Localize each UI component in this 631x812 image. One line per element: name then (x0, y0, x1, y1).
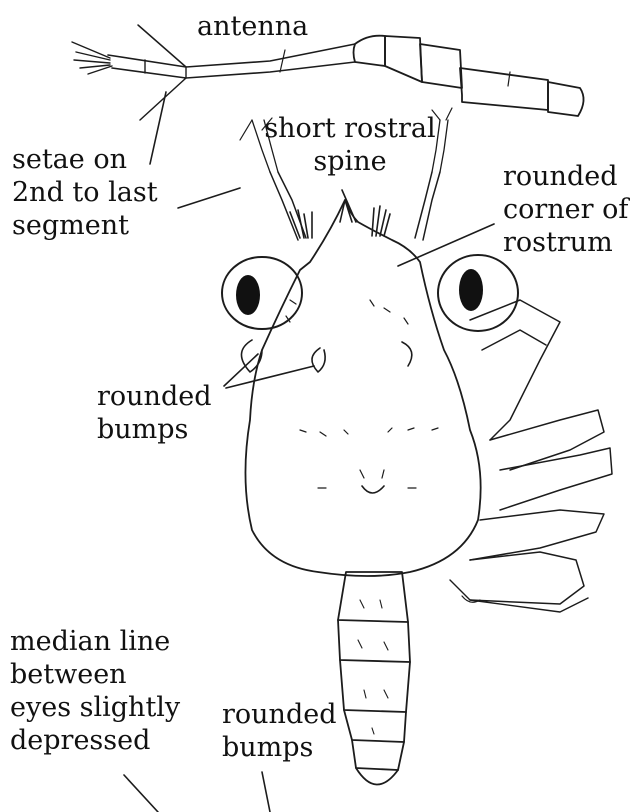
label-median-line-line-2: between (10, 658, 180, 691)
label-rostral-spine-line-2: spine (262, 145, 438, 178)
label-median-line-line-4: depressed (10, 724, 180, 757)
label-setae-line-1: setae on (12, 143, 158, 176)
label-rostral-spine: short rostral spine (262, 112, 438, 178)
label-rounded-bumps-upper-line-1: rounded (97, 380, 212, 413)
label-rostral-spine-line-1: short rostral (262, 112, 438, 145)
label-rounded-bumps-lower: rounded bumps (222, 698, 337, 764)
label-setae-line-2: 2nd to last (12, 176, 158, 209)
label-rounded-bumps-lower-line-2: bumps (222, 731, 337, 764)
label-setae: setae on 2nd to last segment (12, 143, 158, 242)
label-rounded-corner-line-2: corner of (503, 193, 628, 226)
label-rounded-bumps-lower-line-1: rounded (222, 698, 337, 731)
label-antenna: antenna (197, 10, 308, 43)
label-rounded-bumps-upper-line-2: bumps (97, 413, 212, 446)
label-median-line: median line between eyes slightly depres… (10, 625, 180, 757)
label-rounded-corner: rounded corner of rostrum (503, 160, 628, 259)
label-rounded-corner-line-3: rostrum (503, 226, 628, 259)
label-median-line-line-1: median line (10, 625, 180, 658)
antenna-drawing (72, 25, 584, 120)
label-rounded-bumps-upper: rounded bumps (97, 380, 212, 446)
label-rounded-corner-line-1: rounded (503, 160, 628, 193)
label-median-line-line-3: eyes slightly (10, 691, 180, 724)
label-setae-line-3: segment (12, 209, 158, 242)
